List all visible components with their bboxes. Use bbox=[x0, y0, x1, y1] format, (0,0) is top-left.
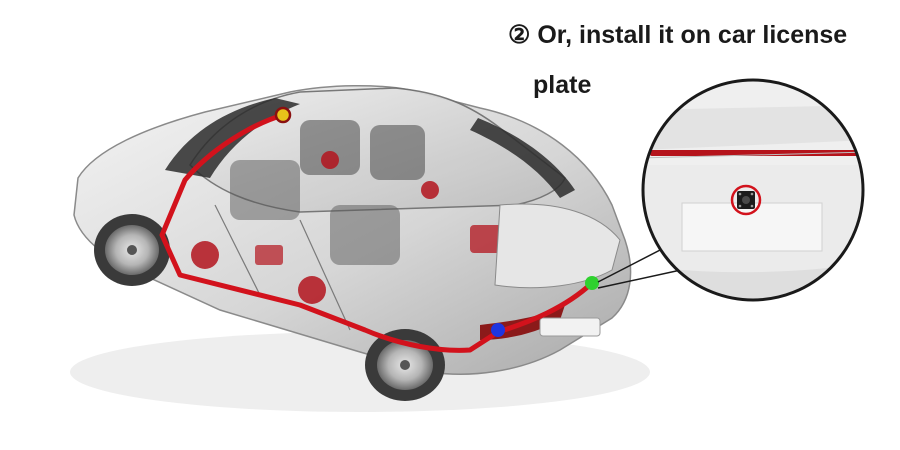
callout-leader-line-lower bbox=[597, 267, 691, 289]
camera-cable-route bbox=[159, 112, 595, 353]
rear-camera-marker bbox=[585, 276, 599, 290]
car-body-icon bbox=[73, 85, 632, 375]
tail-light-marker bbox=[491, 323, 505, 337]
caption-line-2: plate bbox=[533, 71, 592, 99]
caption-line-1: ② Or, install it on car license bbox=[508, 21, 848, 49]
front-connection-marker bbox=[274, 106, 292, 124]
rear-wheel-icon bbox=[365, 329, 445, 401]
front-wheel-icon bbox=[94, 214, 170, 286]
license-plate-camera-icon bbox=[730, 184, 762, 216]
installation-caption: ② Or, install it on car license plate bbox=[508, 10, 888, 110]
callout-leader-line bbox=[597, 247, 665, 283]
